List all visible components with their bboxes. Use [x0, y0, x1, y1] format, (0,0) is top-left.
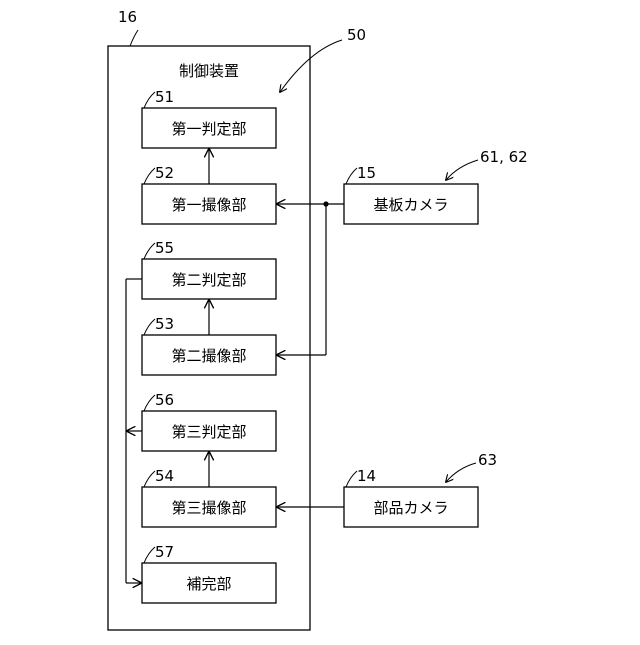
block-52-ref: 52: [155, 164, 174, 182]
parts-camera-label: 部品カメラ: [373, 499, 448, 517]
controller-ref-leader: [130, 30, 138, 46]
block-55-label: 第二判定部: [171, 271, 246, 289]
block-53-ref: 53: [155, 315, 174, 333]
block-53-leader: [144, 319, 155, 335]
block-53-label: 第二撮像部: [171, 347, 246, 365]
parts-camera-group-ref: 63: [478, 451, 497, 469]
block-54-leader: [144, 471, 155, 487]
block-55-ref: 55: [155, 239, 174, 257]
block-56-ref: 56: [155, 391, 174, 409]
board-camera-ref: 15: [357, 164, 376, 182]
controller-title: 制御装置: [179, 62, 239, 80]
block-51-leader: [144, 92, 155, 108]
parts-camera-leader: [346, 471, 357, 487]
parts-camera-ref: 14: [357, 467, 376, 485]
block-55-leader: [144, 243, 155, 259]
unit-ref: 50: [347, 26, 366, 44]
board-camera-leader: [346, 168, 357, 184]
block-51-ref: 51: [155, 88, 174, 106]
block-52-label: 第一撮像部: [171, 196, 246, 214]
parts-camera-group-arrow: [446, 463, 476, 482]
board-camera-group-ref: 61, 62: [480, 148, 528, 166]
controller-ref: 16: [118, 8, 137, 26]
block-57-ref: 57: [155, 543, 174, 561]
board-camera-group-arrow: [446, 160, 478, 180]
block-56-label: 第三判定部: [171, 423, 246, 441]
block-57-leader: [144, 547, 155, 563]
block-57-label: 補完部: [186, 575, 231, 593]
block-51-label: 第一判定部: [171, 120, 246, 138]
block-54-ref: 54: [155, 467, 174, 485]
block-52-leader: [144, 168, 155, 184]
block-56-leader: [144, 395, 155, 411]
board-camera-label: 基板カメラ: [373, 196, 448, 214]
unit-ref-arrow: [280, 40, 342, 92]
block-54-label: 第三撮像部: [171, 499, 246, 517]
